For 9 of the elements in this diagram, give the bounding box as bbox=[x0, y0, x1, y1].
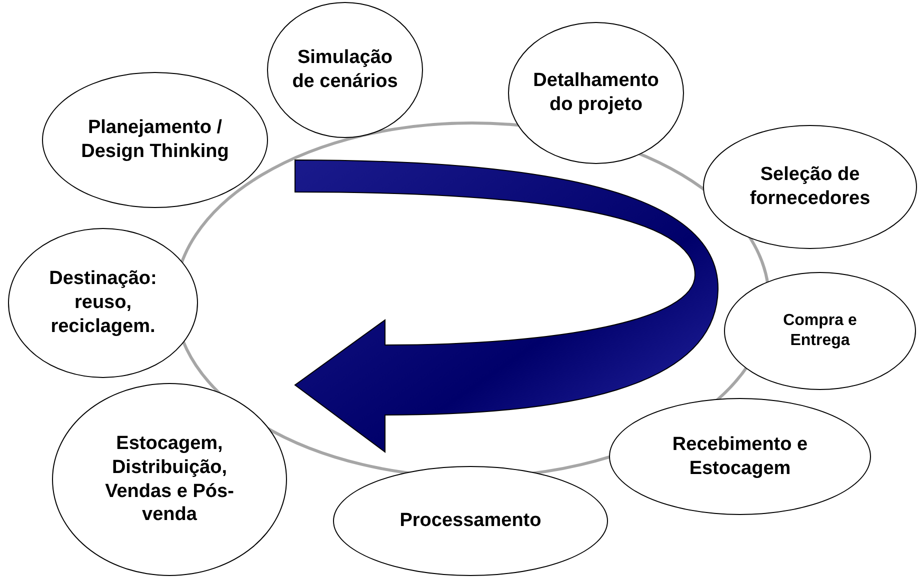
node-label: Estocagem, Distribuição, Vendas e Pós-venda bbox=[104, 432, 235, 527]
node-label: Detalhamento do projeto bbox=[532, 69, 660, 117]
node-label: Compra e Entrega bbox=[782, 311, 858, 351]
node-label: Processamento bbox=[400, 509, 542, 533]
node-label: Destinação: reuso, reciclagem. bbox=[48, 267, 158, 339]
node-label: Recebimento e Estocagem bbox=[671, 432, 809, 480]
node-label: Seleção de fornecedores bbox=[748, 163, 872, 211]
node-label: Planejamento / Design Thinking bbox=[80, 116, 230, 164]
node-label: Simulação de cenários bbox=[291, 46, 399, 94]
